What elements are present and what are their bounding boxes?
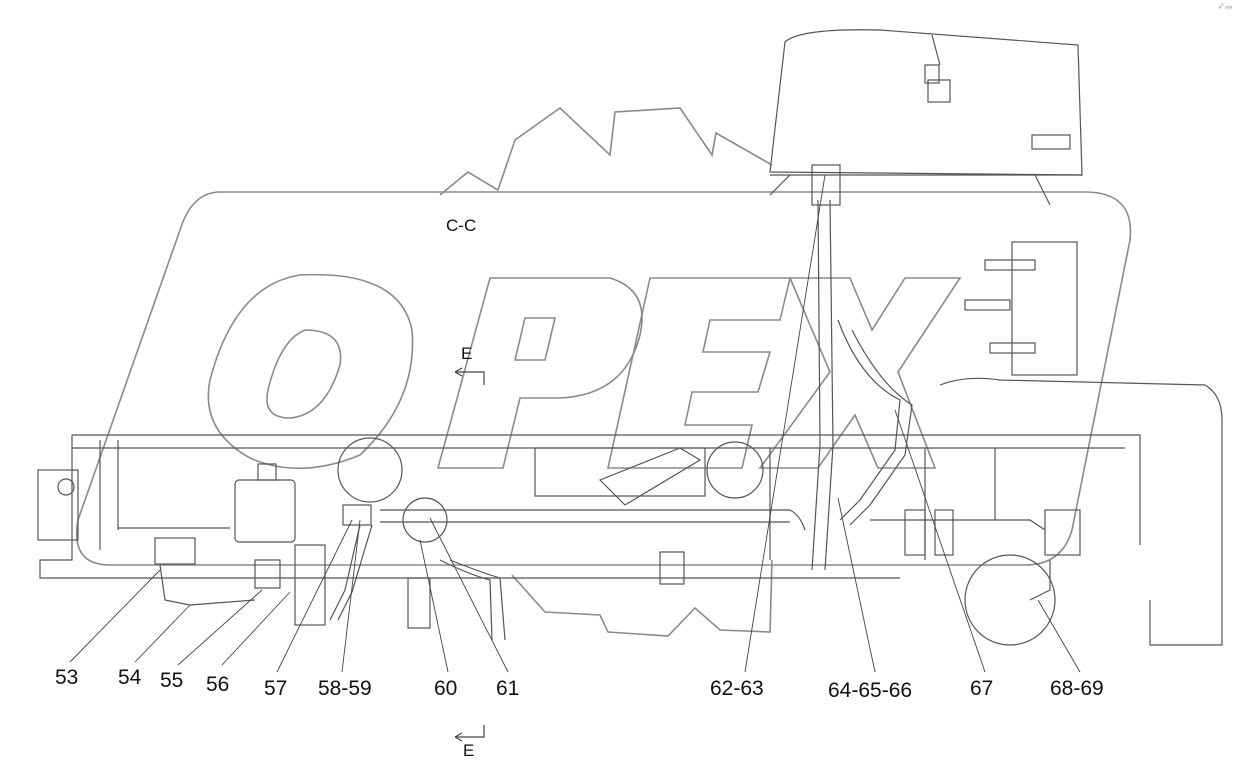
leader-68-69 <box>1037 599 1081 673</box>
watermark-gear <box>439 106 773 637</box>
leader-62-63 <box>744 174 826 673</box>
watermark-letters <box>207 273 962 470</box>
callout-53: 53 <box>55 666 79 689</box>
view-arrows <box>454 367 485 742</box>
view-label-top: E <box>461 344 473 363</box>
leader-60 <box>419 539 449 673</box>
callout-57: 57 <box>264 677 288 700</box>
leader-61 <box>429 517 509 673</box>
watermark-frame <box>76 191 1132 566</box>
callout-55: 55 <box>160 669 184 692</box>
callout-68-69: 68-69 <box>1050 677 1104 700</box>
leader-64-65-66 <box>837 497 876 673</box>
callout-62-63: 62-63 <box>710 677 764 700</box>
hydraulic-components <box>154 199 1081 641</box>
leader-53 <box>69 569 161 663</box>
leader-55 <box>177 589 263 666</box>
leader-67 <box>894 409 986 673</box>
callout-64-65-66: 64-65-66 <box>828 679 913 702</box>
callout-61: 61 <box>496 677 520 700</box>
valve-block <box>939 241 1223 646</box>
cab-outline <box>769 29 1083 206</box>
section-label: C-C <box>446 216 477 235</box>
callout-58-59: 58-59 <box>318 677 372 700</box>
callout-67: 67 <box>970 677 994 700</box>
leader-58-59 <box>341 519 361 673</box>
leader-54 <box>134 604 191 663</box>
callout-54: 54 <box>118 666 142 689</box>
callout-56: 56 <box>206 673 230 696</box>
view-label-bottom: E <box>463 741 475 760</box>
chassis-frame <box>37 434 1141 646</box>
leader-56 <box>221 591 291 666</box>
corner-mark: ₔ⁰ ₒₒₒ <box>1218 4 1232 10</box>
leader-lines <box>69 174 1081 673</box>
leader-57 <box>276 519 353 673</box>
callout-60: 60 <box>434 677 458 700</box>
